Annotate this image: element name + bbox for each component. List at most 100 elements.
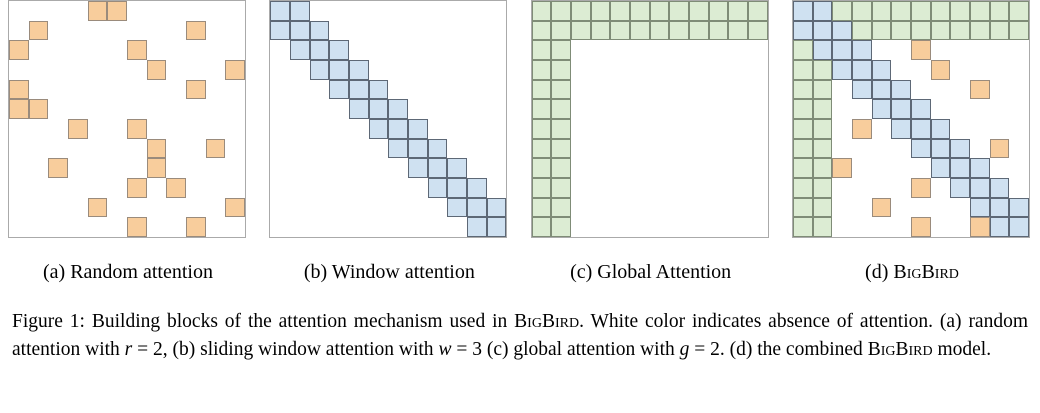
attention-cell-orange [127,40,147,60]
attention-cell-orange [186,79,206,100]
attention-cell-blue [289,20,310,41]
panel-row [8,0,1032,250]
attention-cell-orange [186,20,206,41]
attention-cell-green [812,178,833,198]
attention-cell-green [747,20,768,41]
attention-cell-green [812,197,833,218]
attention-cell-green [891,1,911,21]
attention-cell-green [610,20,630,41]
caption-text: . White color indicates absence of atten… [12,311,1029,360]
attention-cell-orange [871,197,892,218]
attention-cell-blue [930,158,951,178]
attention-cell-green [969,1,990,21]
attention-cell-green [531,40,552,60]
attention-cell-blue [832,60,852,80]
attention-cell-green [551,99,571,119]
attention-cell-orange [166,178,186,198]
attention-cell-green [910,20,931,41]
attention-cell-green [551,178,571,198]
attention-grid-c [530,0,769,238]
attention-cell-blue [427,138,448,159]
caption-text: model. [932,338,992,360]
attention-cell-green [531,119,552,139]
math-symbol: g [679,338,690,360]
attention-cell-orange [225,60,245,80]
attention-cell-blue [871,79,892,100]
attention-cell-green [792,138,813,159]
attention-cell-blue [407,158,428,178]
attention-cell-blue [447,158,467,178]
attention-cell-green [1009,1,1029,21]
math-symbol: w [438,338,452,360]
attention-cell-green [551,197,571,218]
attention-cell-green [792,217,813,237]
attention-cell-blue [950,158,970,178]
attention-cell-orange [87,197,108,218]
attention-cell-orange [9,40,29,60]
attention-cell-green [551,158,571,178]
attention-cell-green [728,1,748,21]
attention-cell-orange [146,60,167,80]
caption-text: = 2, (b) sliding window attention with [132,338,439,360]
attention-cell-orange [969,217,990,237]
attention-cell-blue [466,217,487,237]
attention-cell-blue [466,197,487,218]
attention-cell-blue [812,20,833,41]
attention-cell-orange [9,99,29,119]
attention-cell-orange [28,20,49,41]
attention-cell-blue [969,158,990,178]
attention-cell-green [531,138,552,159]
attention-cell-blue [812,1,833,21]
attention-cell-green [792,178,813,198]
attention-cell-blue [368,99,389,119]
attention-cell-blue [388,138,408,159]
attention-cell-blue [486,197,507,218]
attention-cell-green [551,217,571,237]
attention-cell-green [531,20,552,41]
attention-cell-orange [910,178,931,198]
attention-cell-blue [910,138,931,159]
attention-cell-green [812,158,833,178]
attention-cell-green [708,1,729,21]
attention-cell-green [989,20,1010,41]
attention-cell-blue [1009,197,1029,218]
panel-d [791,0,1032,250]
attention-cell-green [669,1,689,21]
panel-caption-row: (a) Random attention (b) Window attentio… [0,252,1040,294]
attention-cell-green [649,1,670,21]
attention-cell-green [930,1,951,21]
attention-cell-green [891,20,911,41]
attention-cell-blue [910,99,931,119]
attention-cell-green [812,119,833,139]
attention-cell-orange [146,158,167,178]
attention-cell-green [812,217,833,237]
attention-cell-orange [969,79,990,100]
attention-cell-green [531,178,552,198]
attention-cell-orange [910,40,931,60]
attention-cell-blue [466,178,487,198]
attention-cell-blue [329,60,349,80]
attention-cell-blue [832,40,852,60]
attention-cell-blue [1009,217,1029,237]
attention-cell-green [708,20,729,41]
caption-text: Figure 1: Building blocks of the attenti… [12,311,515,332]
attention-grid-d [791,0,1030,238]
attention-grid-a [8,0,246,238]
attention-cell-green [812,60,833,80]
panel-label-d-prefix: (d) [865,261,894,283]
attention-cell-green [871,20,892,41]
attention-cell-green [551,60,571,80]
brand-name: BigBird [514,311,580,332]
attention-cell-green [531,60,552,80]
attention-cell-green [950,1,970,21]
attention-cell-blue [447,197,467,218]
attention-cell-green [688,1,709,21]
attention-cell-green [551,20,571,41]
attention-cell-green [590,1,611,21]
attention-cell-green [812,99,833,119]
panel-label-a: (a) Random attention [43,261,213,283]
attention-cell-green [792,197,813,218]
attention-cell-blue [851,60,872,80]
math-symbol: r [124,338,133,360]
